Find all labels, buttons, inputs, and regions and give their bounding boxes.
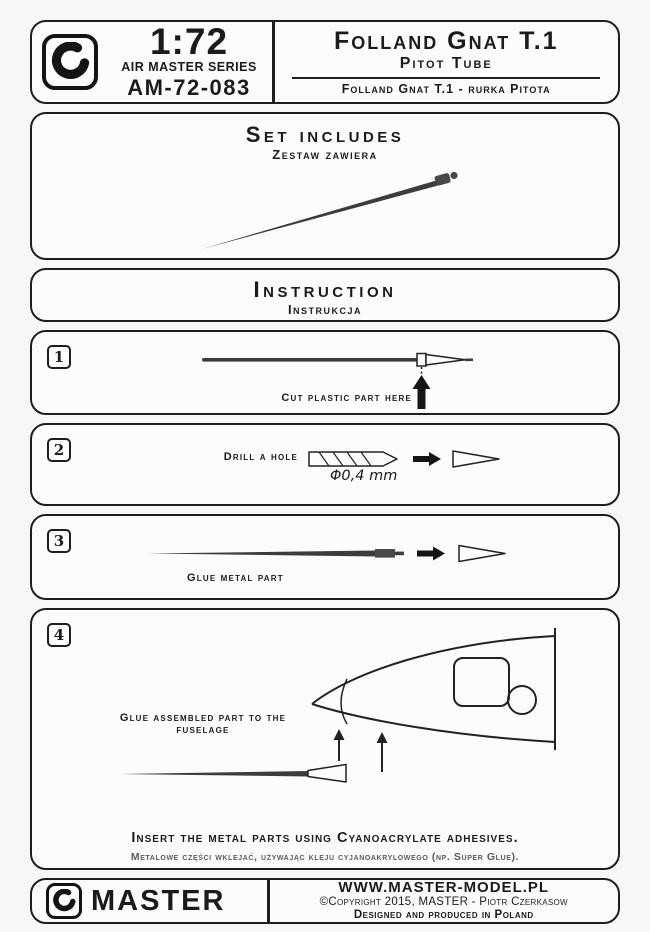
step-2-diagram [308,450,500,468]
instruction-title: Instruction [253,277,397,302]
product-title: Folland Gnat T.1 [333,27,559,55]
drill-bit-icon [308,451,398,467]
up-arrow-icon [376,732,388,743]
cone-part-icon [458,544,506,563]
header-brand-block: 1:72 AIR MASTER SERIES AM-72-083 [32,22,272,102]
master-swirl-icon [51,42,90,79]
instruction-section-header: Instruction Instrukcja [30,268,620,322]
step-4-number: 4 [47,623,71,647]
footer: MASTER WWW.MASTER-MODEL.PL ©Copyright 20… [30,878,620,924]
step-3: 3 Glue metal part [30,514,620,600]
series-label: AIR MASTER SERIES [121,60,257,74]
pitot-tube-drawing [202,171,458,249]
product-code: AM-72-083 [127,75,251,100]
step-1: 1 Cut plastic part here [30,330,620,415]
master-swirl-icon [53,889,76,912]
step-1-label: Cut plastic part here [281,392,412,404]
header: 1:72 AIR MASTER SERIES AM-72-083 Folland… [30,20,620,104]
footer-divider [267,880,270,922]
set-includes-title: Set includes [245,122,405,147]
origin-line: Designed and produced in Poland [353,909,534,921]
window-circle [507,685,537,715]
product-translation: Folland Gnat T.1 - rurka Pitota [341,82,551,96]
cut-arrow-icon [412,375,431,409]
step-3-label: Glue metal part [187,572,284,584]
step-2-label: Drill a hole [223,451,298,463]
website-url: WWW.MASTER-MODEL.PL [338,879,550,896]
step-4: 4 Glue assembled part to the fuselage In… [30,608,620,870]
master-logo-icon [46,883,82,919]
cone-part-icon [452,450,500,468]
scale-label: 1:72 [149,21,229,62]
instruction-subtitle: Instrukcja [287,302,363,317]
step-1-number: 1 [47,345,71,369]
panel-line [340,678,348,725]
step-3-number: 3 [47,529,71,553]
right-arrow-icon [417,546,445,561]
adhesive-note-polish: Metalowe części wklejać, używając kleju … [130,851,520,863]
footer-brand-block: MASTER [32,880,267,922]
metal-pitot-icon [147,550,375,557]
title-rule [292,77,601,79]
drill-diameter: Φ0,4 mm [330,468,398,484]
step-2: 2 Drill a hole Φ0,4 mm [30,423,620,506]
header-divider [272,22,275,102]
panel-rect [453,657,510,707]
step-2-number: 2 [47,438,71,462]
adhesive-note-english: Insert the metal parts using Cyanoacryla… [131,830,519,846]
copyright-line: ©Copyright 2015, MASTER - Piotr Czerkaso… [319,896,568,908]
brand-name: MASTER [91,884,226,917]
right-arrow-icon [413,452,441,466]
assembled-pitot-icon [120,771,308,777]
master-logo-icon [42,34,98,90]
set-includes-section: Set includes Zestaw zawiera [30,112,620,260]
step-4-label: Glue assembled part to the fuselage [119,712,287,736]
step-1-diagram [202,352,473,409]
product-subtitle: Pitot Tube [399,55,493,72]
set-includes-subtitle: Zestaw zawiera [272,147,378,162]
up-arrow-icon [333,729,345,740]
step-3-diagram [147,544,506,563]
step-4-diagram [120,628,556,783]
